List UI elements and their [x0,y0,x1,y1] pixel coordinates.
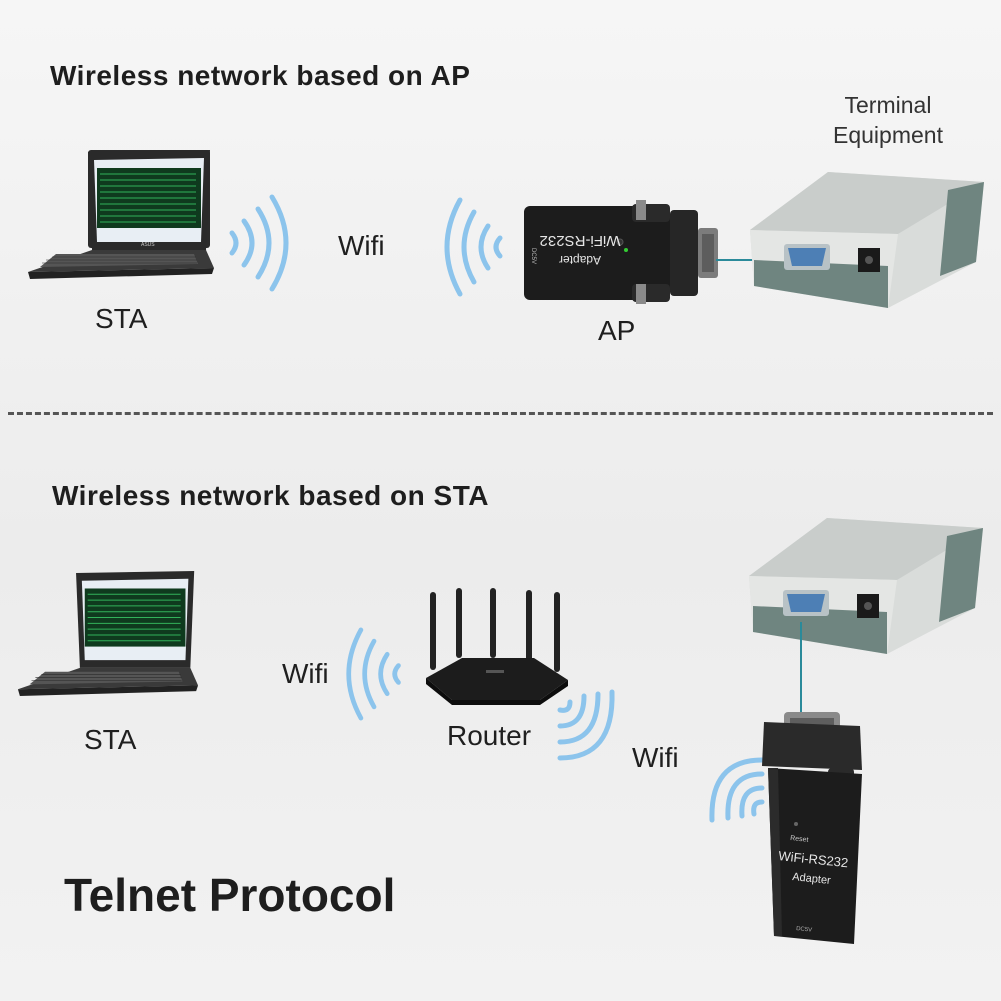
section-ap-title: Wireless network based on AP [50,60,471,91]
svg-text:WiFi-RS232: WiFi-RS232 [778,848,849,870]
router-icon [426,588,568,705]
wifi-label-ap: Wifi [338,230,385,261]
wifi-wave-icon [229,194,289,292]
svg-text:Adapter: Adapter [792,871,832,887]
wifi-label-right: Wifi [632,742,679,773]
svg-text:Adapter: Adapter [559,253,601,267]
router-label: Router [447,720,532,751]
terminal-label-line2: Equipment [833,122,943,148]
wifi-wave-icon [444,197,503,297]
terminal-equipment-icon [750,172,984,308]
wifi-label-left: Wifi [282,658,329,689]
terminal-label-line1: Terminal [844,92,932,118]
svg-text:DC5V: DC5V [796,926,813,934]
serial-cable [800,622,802,714]
terminal-equipment-icon [749,518,983,654]
wifi-wave-icon [709,757,765,823]
svg-text:WiFi-RS232: WiFi-RS232 [540,232,621,249]
section-sta-title: Wireless network based on STA [52,480,489,511]
laptop-icon: ASUS [28,150,214,279]
svg-text:Reset: Reset [790,835,809,844]
wifi-wave-icon [557,689,615,761]
wifi-wave-icon [346,627,401,721]
wifi-rs232-adapter-ap: WiFi-RS232 Adapter DC5V [524,200,718,304]
terminal-label: Terminal Equipment [833,90,943,150]
svg-text:ASUS: ASUS [141,242,155,248]
sta-label-sta: STA [84,724,137,755]
protocol-title: Telnet Protocol [64,869,396,921]
sta-label-ap: STA [95,303,148,334]
wifi-rs232-adapter-sta: Reset WiFi-RS232 Adapter DC5V [762,712,862,944]
laptop-icon [17,571,199,696]
section-divider [8,412,993,415]
svg-text:DC5V: DC5V [530,248,536,264]
ap-label: AP [598,315,636,346]
